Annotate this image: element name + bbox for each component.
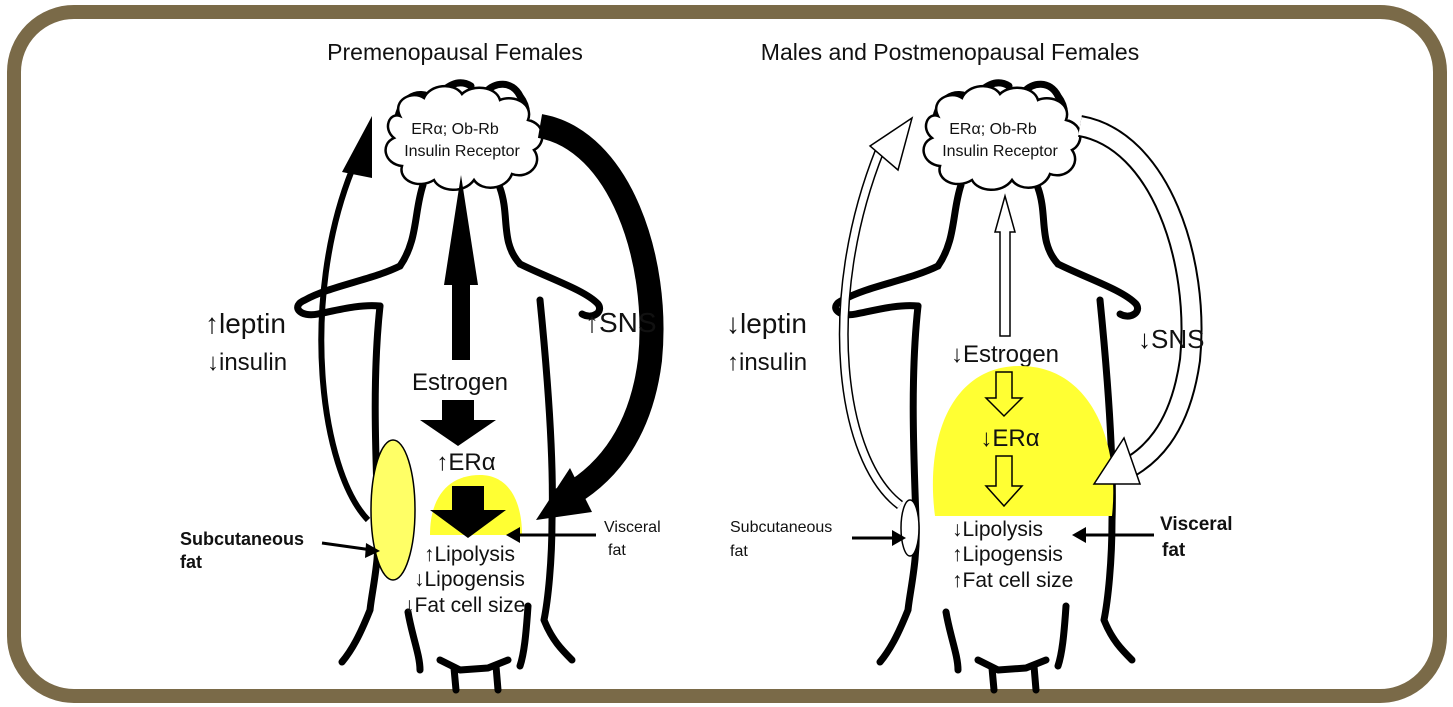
right-brain-label-2: Insulin Receptor: [942, 143, 1058, 160]
left-panel-title: Premenopausal Females: [327, 39, 583, 65]
right-brain-label-1: ERα; Ob-Rb: [949, 121, 1037, 138]
left-brain-label-2: Insulin Receptor: [404, 143, 520, 160]
right-subcutaneous-fat: [901, 500, 919, 556]
left-subcutaneous-fat: [371, 440, 415, 580]
left-subcutaneous-label-1: Subcutaneous: [180, 529, 304, 549]
left-estrogen-label: Estrogen: [412, 369, 508, 396]
right-era-label: ↓ERα: [980, 425, 1039, 452]
right-panel-title: Males and Postmenopausal Females: [761, 39, 1139, 65]
right-subcutaneous-label-1: Subcutaneous: [730, 519, 832, 536]
right-leptin-label: ↓leptin: [726, 308, 807, 339]
right-visceral-label-1: Visceral: [1160, 514, 1233, 535]
right-insulin-label: ↑insulin: [727, 349, 807, 376]
right-estrogen-label: ↓Estrogen: [951, 341, 1059, 368]
right-subcutaneous-label-2: fat: [730, 543, 748, 560]
left-era-label: ↑ERα: [436, 449, 495, 476]
left-sns-label: ↑SNS: [585, 307, 657, 338]
left-leptin-label: ↑leptin: [205, 308, 286, 339]
left-visceral-label-2: fat: [608, 542, 626, 559]
left-effect-3: ↓Fat cell size: [404, 594, 525, 617]
left-insulin-label: ↓insulin: [207, 349, 287, 376]
right-effect-1: ↓Lipolysis: [952, 518, 1043, 541]
right-effect-2: ↑Lipogensis: [952, 543, 1063, 566]
left-brain-label-1: ERα; Ob-Rb: [411, 121, 499, 138]
right-visceral-label-2: fat: [1162, 540, 1186, 561]
right-sns-label: ↓SNS: [1138, 324, 1204, 354]
left-effect-2: ↓Lipogensis: [414, 568, 525, 591]
left-visceral-label-1: Visceral: [604, 519, 661, 536]
right-effect-3: ↑Fat cell size: [952, 569, 1073, 592]
left-subcutaneous-label-2: fat: [180, 552, 202, 572]
left-effect-1: ↑Lipolysis: [424, 543, 515, 566]
